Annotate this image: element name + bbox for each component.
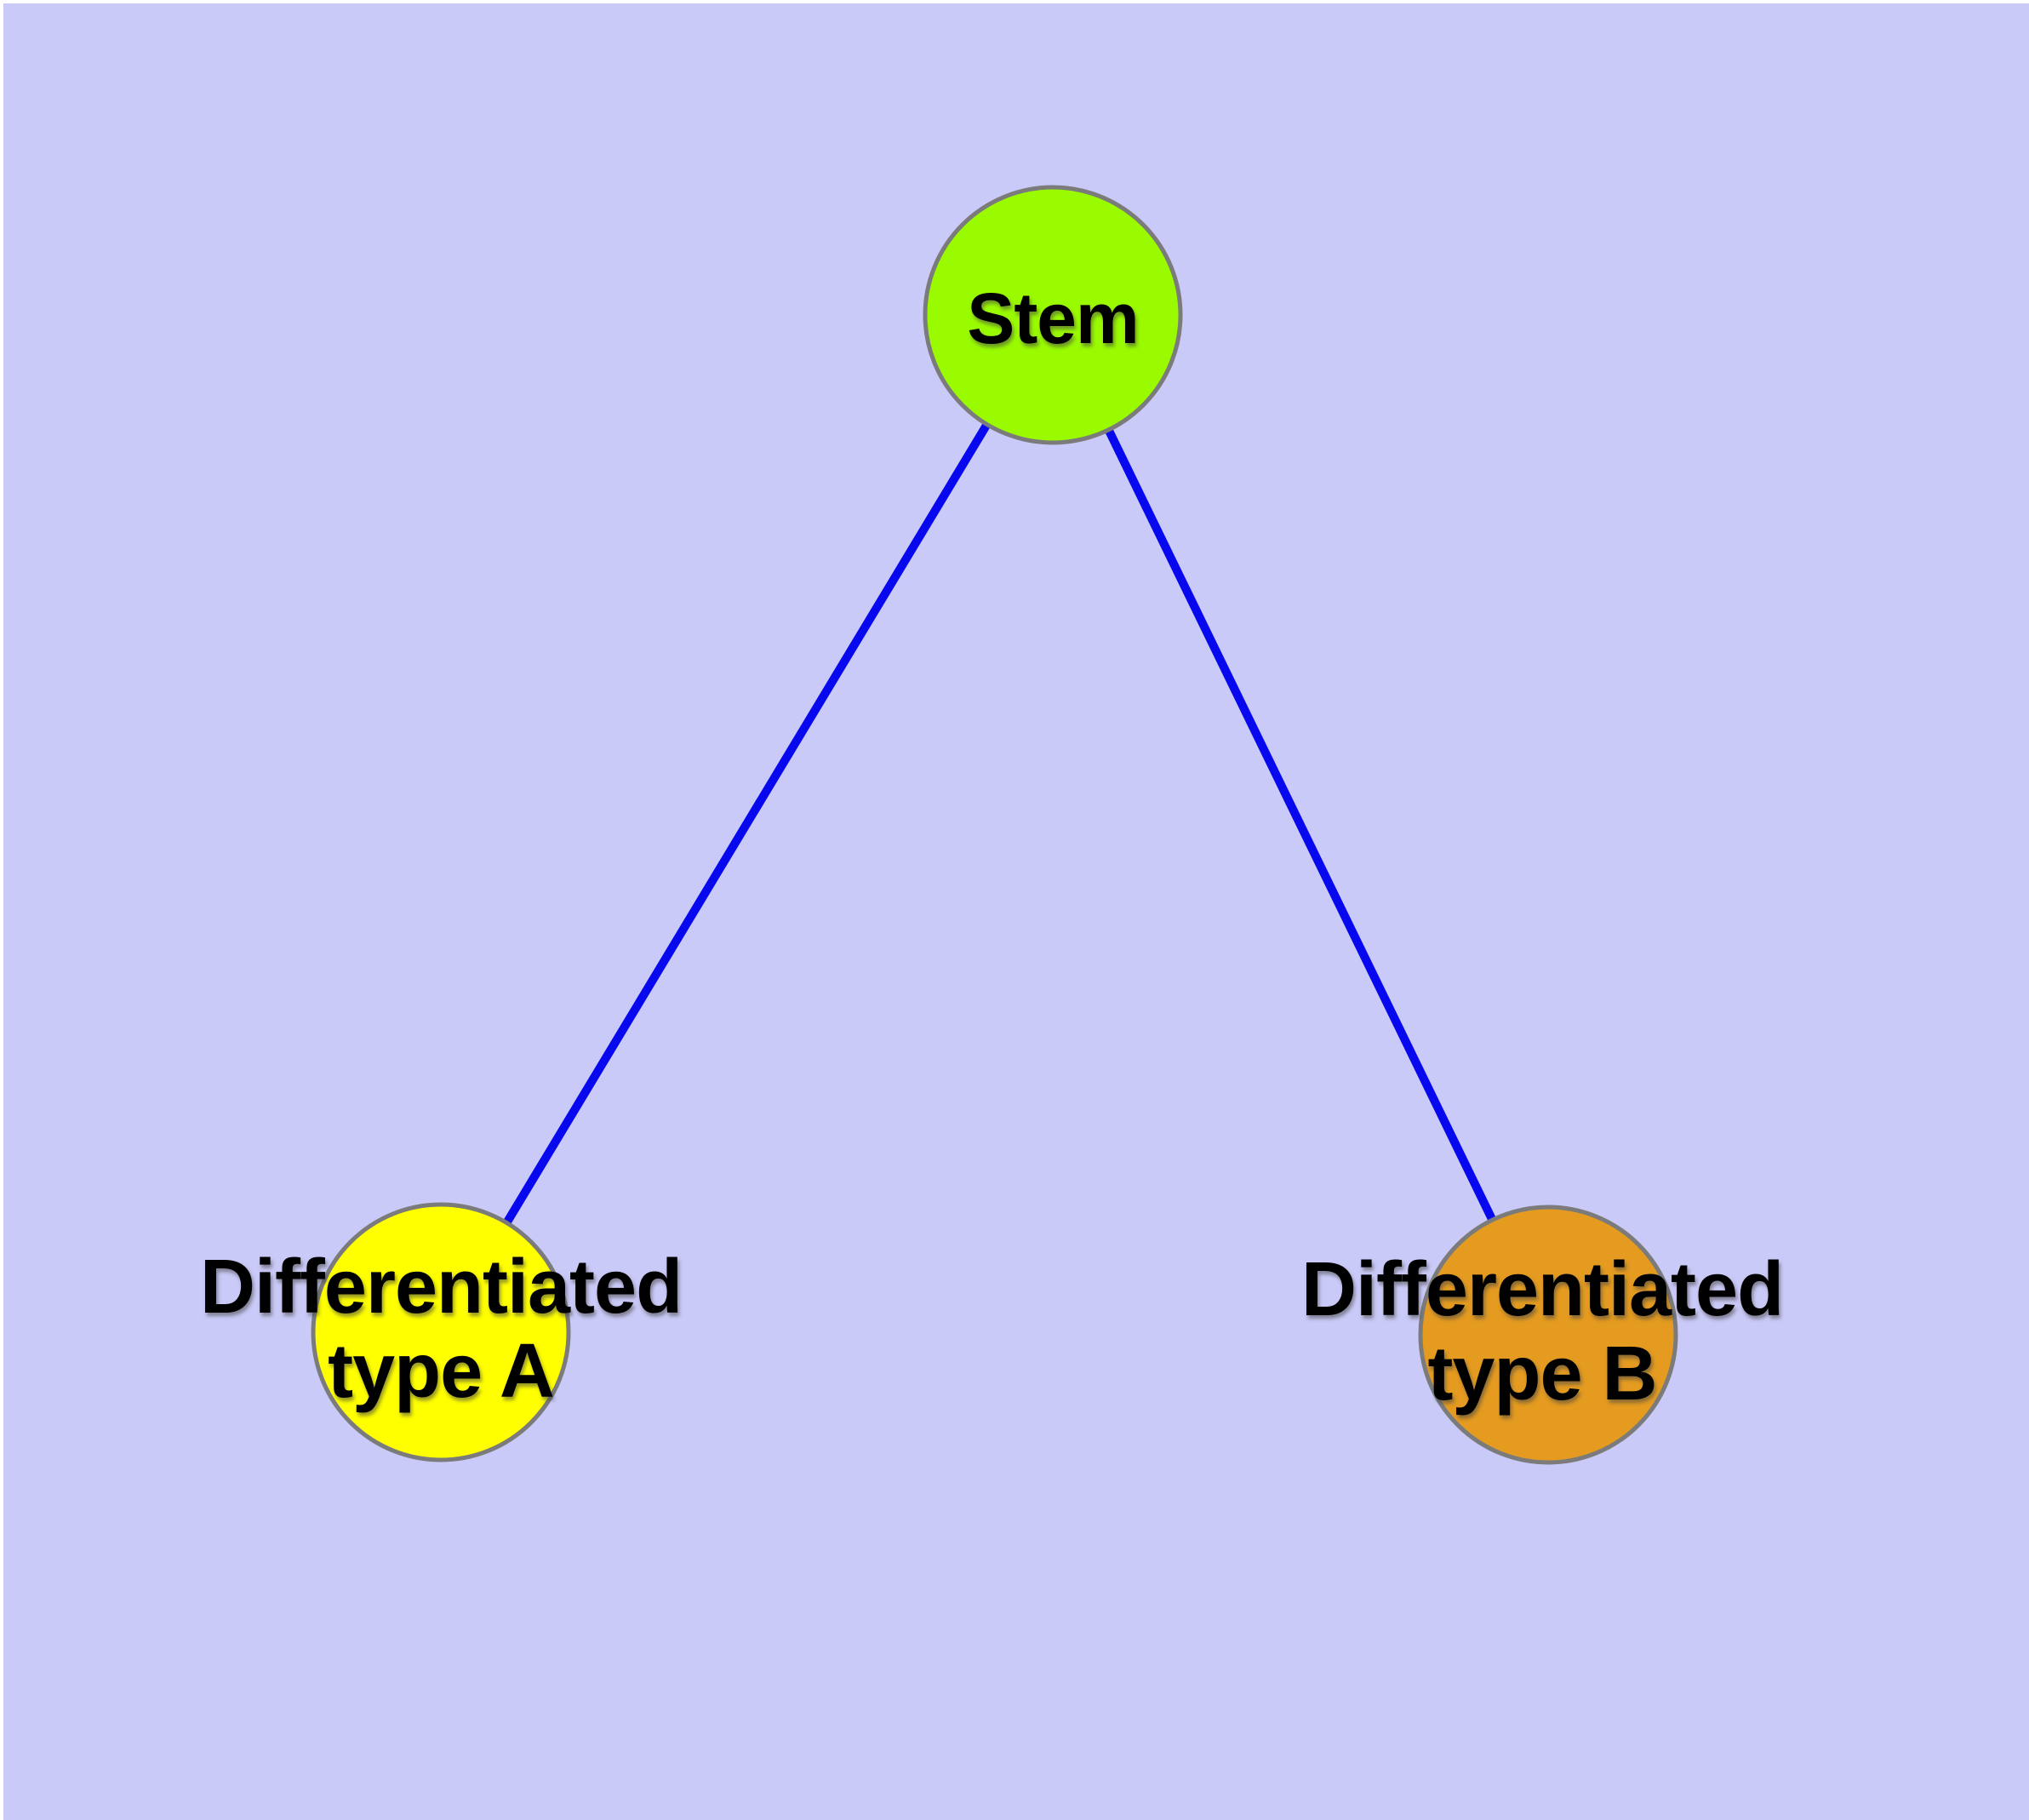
- node-stem-label: Stem: [967, 278, 1139, 358]
- node-type-b-label: Differentiated type B: [1300, 1247, 1784, 1417]
- node-type-a-label: Differentiated type A: [199, 1245, 683, 1414]
- node-type-b-circle: [1418, 1205, 1678, 1465]
- node-stem-circle: [923, 185, 1183, 445]
- edge-stem-to-type-a: [437, 312, 1057, 1335]
- edge-stem-to-type-b: [1049, 312, 1552, 1337]
- node-type-a-circle: [311, 1202, 571, 1462]
